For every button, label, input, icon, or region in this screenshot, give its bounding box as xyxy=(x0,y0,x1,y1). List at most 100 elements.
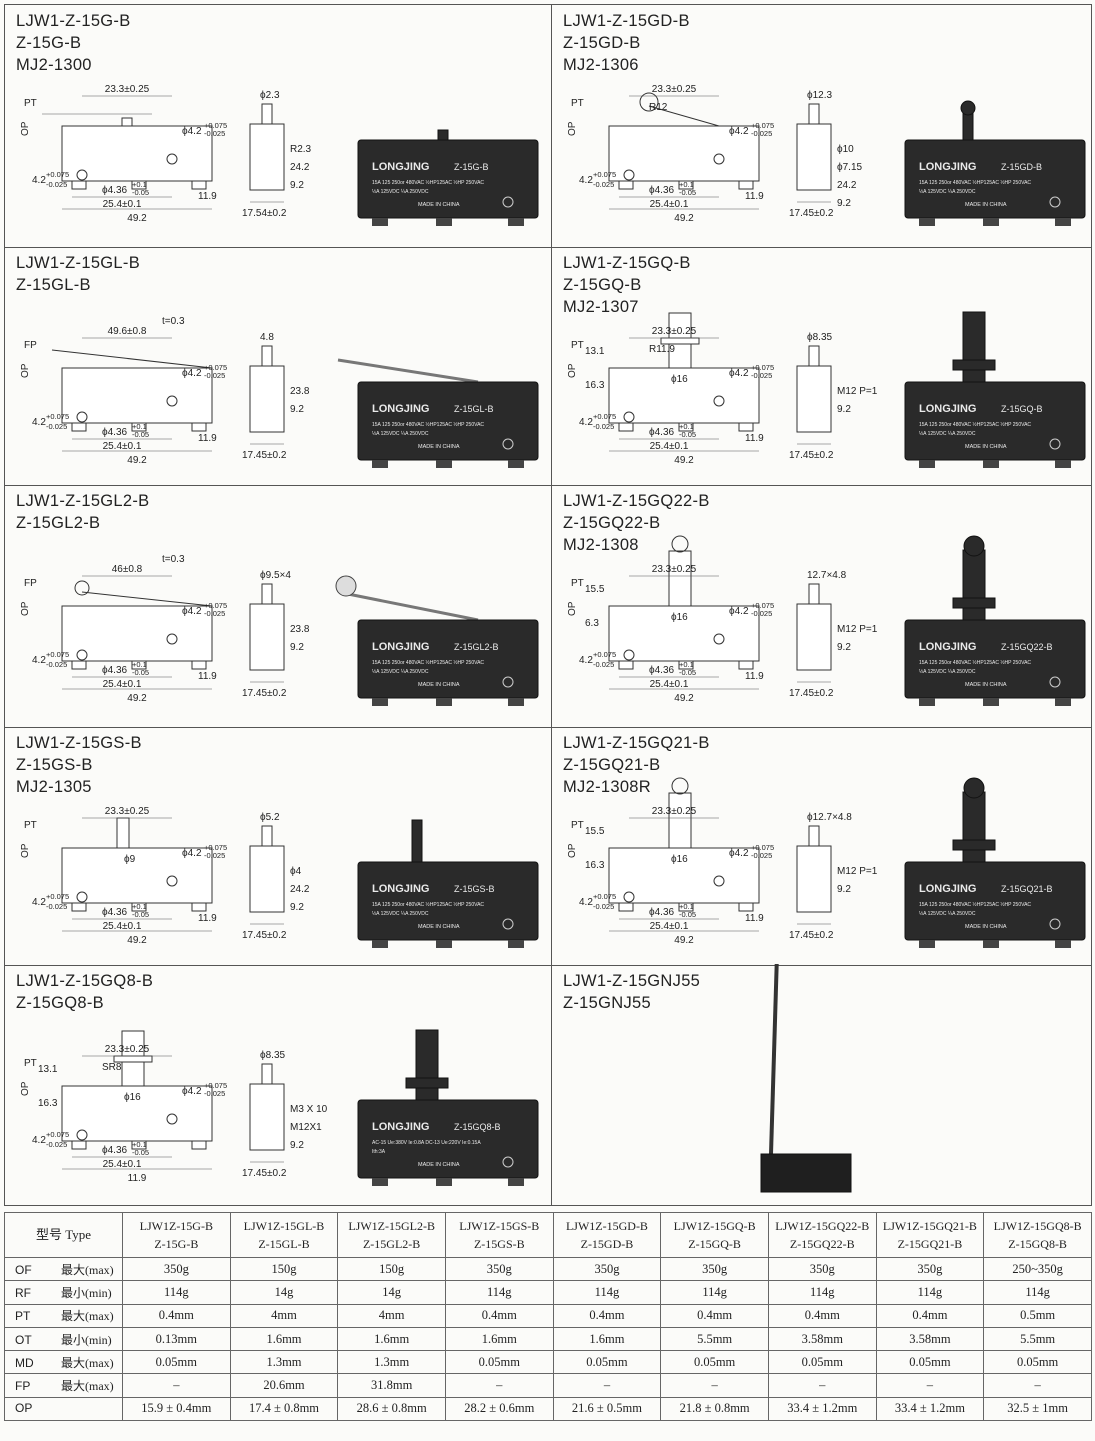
spec-cell: 31.8mm xyxy=(337,1373,446,1398)
column-model-alias: Z-15GS-B xyxy=(473,1237,525,1251)
ce-mark xyxy=(1049,676,1061,688)
terminal-2 xyxy=(131,180,147,190)
roller xyxy=(74,580,90,596)
photo-terminal-2 xyxy=(436,698,452,706)
side-view-outline xyxy=(796,365,832,433)
dim-pt-label: FP xyxy=(24,340,37,351)
side-dim-side3: ϕ7.15 xyxy=(837,162,863,173)
spec-cell: – xyxy=(122,1373,231,1398)
dim-top-label: 23.3±0.25 xyxy=(105,806,150,817)
photo-rating-2: ½A 125VDC ¼A 250VDC xyxy=(372,188,429,195)
spec-cell: – xyxy=(660,1373,769,1398)
photo-terminal-2 xyxy=(983,460,999,468)
dim-width-label: 11.9 xyxy=(128,1173,147,1184)
model-number: LJW1-Z-15G-B xyxy=(16,12,131,30)
photo-lever xyxy=(337,358,479,384)
row-header: OP xyxy=(4,1396,123,1422)
dim-offset-label: 11.9 xyxy=(198,191,217,202)
row-limit-label: 最大(max) xyxy=(61,1355,114,1370)
column-model-alias: Z-15GD-B xyxy=(580,1237,634,1251)
side-dim-side1: ϕ12.3 xyxy=(807,90,833,101)
terminal-1 xyxy=(71,180,87,190)
model-number: LJW1-Z-15GD-B xyxy=(563,12,690,30)
dim-bottom-tol-minus: -0.05 xyxy=(679,910,696,919)
spec-cell: – xyxy=(444,1373,554,1398)
side-dim-side3: 24.2 xyxy=(290,884,310,895)
photo-rating-1: 15A 125 250or 480VAC ½HP125AC ½HP 250VAC xyxy=(372,421,484,428)
photo-rating-2: ½A 125VDC ¼A 250VDC xyxy=(372,910,429,917)
side-dim-side4: 17.45±0.2 xyxy=(242,688,287,699)
mount-hole-left xyxy=(623,411,635,423)
photo-terminal-2 xyxy=(983,940,999,948)
spec-cell: 28.6 ± 0.8mm xyxy=(337,1396,446,1422)
photo-rating-1: 15A 125 250or 480VAC ½HP125AC ½HP 250VAC xyxy=(372,179,484,186)
terminal-2 xyxy=(131,660,147,670)
column-model-alias: Z-15GQ-B xyxy=(688,1237,741,1251)
ce-mark xyxy=(502,196,514,208)
column-model-alias: Z-15GL2-B xyxy=(362,1237,421,1251)
photo-made-in: MADE IN CHINA xyxy=(418,682,460,688)
spec-cell: 0.4mm xyxy=(122,1303,231,1328)
model-alias: Z-15GQ22-B xyxy=(563,514,661,532)
side-dim-side2: M3 X 10 xyxy=(290,1104,328,1115)
dim-pitch-label: 25.4±0.1 xyxy=(103,921,142,932)
model-number: LJW1-Z-15GQ21-B xyxy=(563,734,710,752)
side-view-actuator xyxy=(808,825,820,847)
dim-bottom-tol-plus: +0.1 xyxy=(679,422,694,431)
side-dim-side3: 9.2 xyxy=(290,642,304,653)
dim-pt-label: PT xyxy=(571,340,584,351)
brand-logo: LONGJING xyxy=(919,641,976,653)
dim-height-1-label: 13.1 xyxy=(38,1064,58,1075)
photo-model-label: Z-15GL2-B xyxy=(454,642,499,652)
spec-cell: 4mm xyxy=(337,1303,446,1328)
side-dim-side6: 17.45±0.2 xyxy=(789,208,834,219)
dim-bottom-tol-minus: -0.05 xyxy=(679,668,696,677)
spec-cell: 5.5mm xyxy=(983,1326,1092,1352)
dim-pitch-label: 25.4±0.1 xyxy=(103,199,142,210)
dim-hole-tol-plus: +0.075 xyxy=(751,363,774,372)
side-dim-side3: 9.2 xyxy=(837,884,851,895)
photo-plunger xyxy=(962,311,986,385)
photo-rating-2: ½A 125VDC ¼A 250VDC xyxy=(919,430,976,437)
side-dim-side3: M12X1 xyxy=(290,1122,322,1133)
side-view-actuator xyxy=(261,583,273,605)
spec-cell: 0.05mm xyxy=(983,1350,1092,1375)
spec-cell: 0.4mm xyxy=(552,1303,662,1328)
dim-offset-label: 11.9 xyxy=(198,433,217,444)
grid-divider-row-4 xyxy=(5,965,1091,966)
photo-model-label: Z-15GS-B xyxy=(454,884,495,894)
dim-hole-label: ϕ4.2 xyxy=(729,606,749,617)
dim-pt-label: PT xyxy=(24,1058,37,1069)
mount-hole-right xyxy=(713,153,725,165)
switch-body-outline xyxy=(608,605,760,662)
dim-hole-tol-plus: +0.075 xyxy=(204,121,227,130)
dim-left-tol-minus: -0.025 xyxy=(593,422,614,431)
row-limit-label: 最小(min) xyxy=(61,1285,112,1300)
side-view-outline xyxy=(796,845,832,913)
side-view-actuator xyxy=(261,825,273,847)
column-model-alias: Z-15GQ8-B xyxy=(1008,1237,1067,1251)
spec-cell: 114g xyxy=(122,1280,231,1305)
side-view-actuator xyxy=(808,103,820,125)
dim-hole-tol-minus: -0.025 xyxy=(204,129,225,138)
side-dim-side4: 9.2 xyxy=(290,1140,304,1151)
dim-width-label: 49.2 xyxy=(127,213,147,224)
terminal-2 xyxy=(678,902,694,912)
dim-pitch-label: 25.4±0.1 xyxy=(103,1159,142,1170)
dim-hole-tol-minus: -0.025 xyxy=(751,851,772,860)
